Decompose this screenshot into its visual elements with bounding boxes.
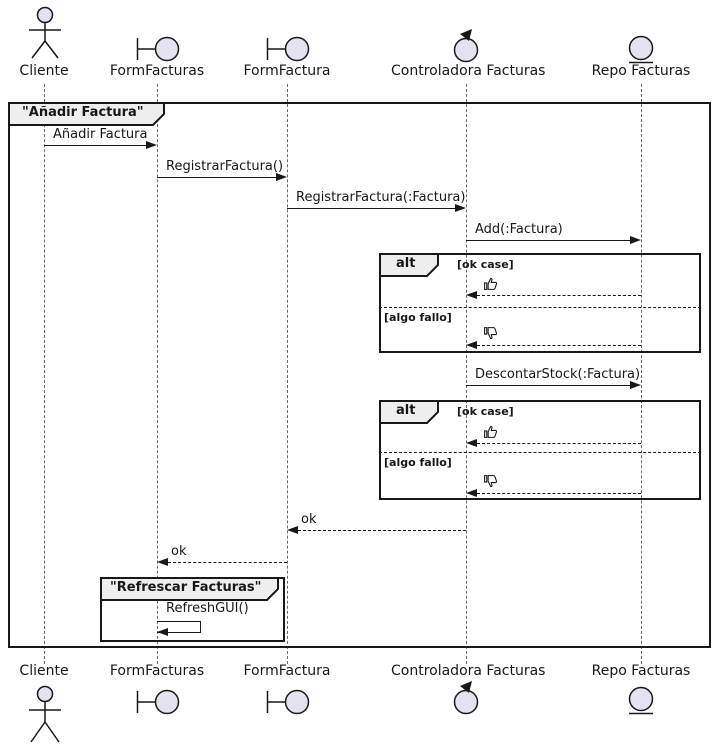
message-label: Añadir Factura: [53, 127, 148, 142]
alt-fragment-2: [379, 400, 701, 500]
frame-tab: [8, 102, 165, 126]
arrowhead-left: [466, 439, 477, 447]
alt-operator-tab: [379, 253, 439, 277]
message-arrow: [157, 177, 276, 178]
participant-label-controladora: Controladora Facturas: [391, 663, 546, 679]
message-arrow: [466, 240, 630, 241]
return-arrow: [477, 345, 641, 346]
message-label: RegistrarFactura(): [166, 159, 284, 174]
thumbs-up-icon: [484, 425, 498, 438]
message-label: RefreshGUI(): [166, 601, 249, 616]
participant-label-formfacturas: FormFacturas: [109, 663, 205, 679]
lifeline-formfacturas: [157, 84, 158, 664]
boundary-icon: [266, 36, 310, 62]
participant-label-repo: Repo Facturas: [591, 63, 691, 79]
entity-icon: [628, 686, 654, 715]
guard-label: [ok case]: [457, 258, 514, 271]
boundary-icon: [136, 36, 180, 62]
arrowhead-left: [157, 558, 168, 566]
message-label: RegistrarFactura(:Factura): [296, 190, 466, 205]
lifeline-formfactura: [287, 84, 288, 664]
control-icon: [453, 29, 479, 63]
arrowhead-right: [630, 381, 641, 389]
return-arrow: [477, 493, 641, 494]
arrowhead-left: [466, 489, 477, 497]
arrowhead-left: [287, 526, 298, 534]
frame-title: "Añadir Factura": [22, 105, 144, 120]
participant-label-formfacturas: FormFacturas: [109, 63, 205, 79]
alt-operator-tab: [379, 400, 439, 424]
control-icon: [453, 681, 479, 715]
arrowhead-left: [157, 628, 168, 636]
message-arrow: [44, 145, 146, 146]
message-label: ok: [171, 544, 187, 559]
message-arrow: [466, 385, 630, 386]
alt-divider: [379, 307, 701, 308]
guard-label: [ok case]: [457, 405, 514, 418]
alt-operator-label: alt: [396, 256, 416, 271]
arrowhead-right: [630, 236, 641, 244]
lifeline-controladora: [466, 84, 467, 664]
alt-operator-label: alt: [396, 403, 416, 418]
boundary-icon: [136, 689, 180, 715]
actor-icon: [29, 6, 61, 59]
self-message-arrow: [157, 621, 201, 633]
group-tab: [100, 577, 279, 601]
return-arrow: [477, 443, 641, 444]
lifeline-cliente: [44, 84, 45, 664]
group-title: "Refrescar Facturas": [110, 580, 262, 595]
participant-label-controladora: Controladora Facturas: [391, 63, 546, 79]
thumbs-down-icon: [484, 327, 498, 340]
arrowhead-right: [146, 141, 157, 149]
lifeline-repo: [641, 84, 642, 664]
thumbs-down-icon: [484, 475, 498, 488]
message-label: ok: [301, 512, 317, 527]
return-arrow: [477, 295, 641, 296]
guard-label: [algo fallo]: [384, 456, 452, 469]
entity-icon: [628, 35, 654, 64]
return-arrow: [168, 562, 287, 563]
participant-label-formfactura: FormFactura: [243, 63, 331, 79]
guard-label: [algo fallo]: [384, 311, 452, 324]
participant-label-formfactura: FormFactura: [243, 663, 331, 679]
boundary-icon: [266, 689, 310, 715]
actor-icon: [29, 685, 61, 743]
thumbs-up-icon: [484, 277, 498, 290]
arrowhead-right: [276, 173, 287, 181]
participant-label-repo: Repo Facturas: [591, 663, 691, 679]
return-arrow: [298, 530, 466, 531]
message-label: Add(:Factura): [475, 222, 563, 237]
message-label: DescontarStock(:Factura): [475, 367, 641, 382]
arrowhead-right: [455, 204, 466, 212]
message-arrow: [287, 208, 455, 209]
arrowhead-left: [466, 341, 477, 349]
alt-divider: [379, 452, 701, 453]
frame-anadir-factura: [8, 102, 711, 648]
arrowhead-left: [466, 291, 477, 299]
alt-fragment-1: [379, 253, 701, 353]
participant-label-cliente: Cliente: [19, 663, 69, 679]
participant-label-cliente: Cliente: [19, 63, 69, 79]
